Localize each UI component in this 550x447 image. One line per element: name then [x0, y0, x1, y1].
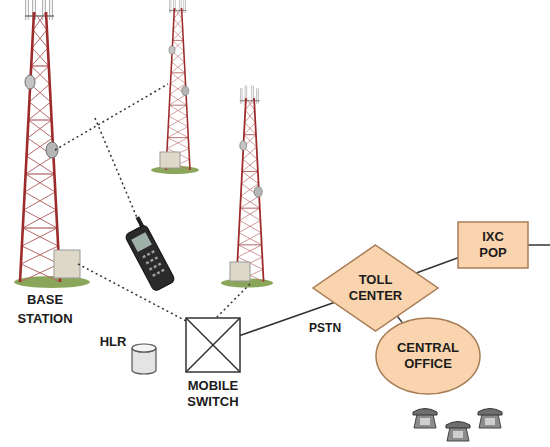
phone-keys	[485, 418, 495, 425]
cell-tower	[20, 0, 60, 282]
equipment-shelter	[160, 152, 180, 168]
node-label: CENTRAL OFFICE	[388, 340, 468, 372]
trunk-line	[528, 244, 550, 246]
radio-link	[95, 118, 143, 232]
desk-phone	[478, 409, 502, 429]
phone-handset	[446, 422, 470, 429]
process-box: IXC POP	[458, 222, 528, 268]
ellipse-outline	[376, 318, 480, 394]
shape-outline	[186, 318, 240, 372]
cell-tower	[236, 86, 263, 282]
node-label: HLR	[96, 334, 130, 350]
phone-keys	[420, 418, 430, 425]
phone-handset	[413, 409, 437, 416]
phone-body	[124, 224, 175, 292]
phone-keypad	[143, 251, 164, 276]
network-link	[416, 258, 458, 273]
phone-screen	[131, 232, 152, 252]
node-label: IXC POP	[470, 229, 516, 261]
phone-base	[447, 427, 469, 441]
mobile-phone	[120, 215, 176, 292]
desk-phone	[413, 409, 437, 429]
phone-keys	[453, 431, 463, 438]
equipment-shelter	[230, 262, 250, 281]
phone-base	[414, 414, 436, 428]
node-label: TOLL CENTER	[343, 272, 408, 304]
phone-base	[479, 414, 501, 428]
switch-box: MOBILE SWITCH	[186, 318, 240, 372]
cylinder-top	[132, 344, 156, 352]
office-ellipse: CENTRAL OFFICE	[376, 318, 480, 394]
link-label: PSTN	[309, 321, 341, 335]
part-name: BASE STATION	[5, 290, 85, 328]
database-cylinder: HLR	[132, 344, 156, 374]
equipment-shelter	[54, 250, 80, 278]
cell-tower	[166, 0, 190, 170]
desk-phone	[446, 422, 470, 442]
backhaul-link	[216, 284, 250, 318]
node-label: MOBILE SWITCH	[168, 378, 258, 410]
switch-cross	[186, 318, 240, 372]
box-outline	[458, 222, 528, 268]
switch-outline	[186, 318, 240, 372]
radio-link	[55, 84, 168, 150]
phone-handset	[478, 409, 502, 416]
shape-outline	[132, 344, 156, 374]
network-link	[397, 316, 402, 323]
